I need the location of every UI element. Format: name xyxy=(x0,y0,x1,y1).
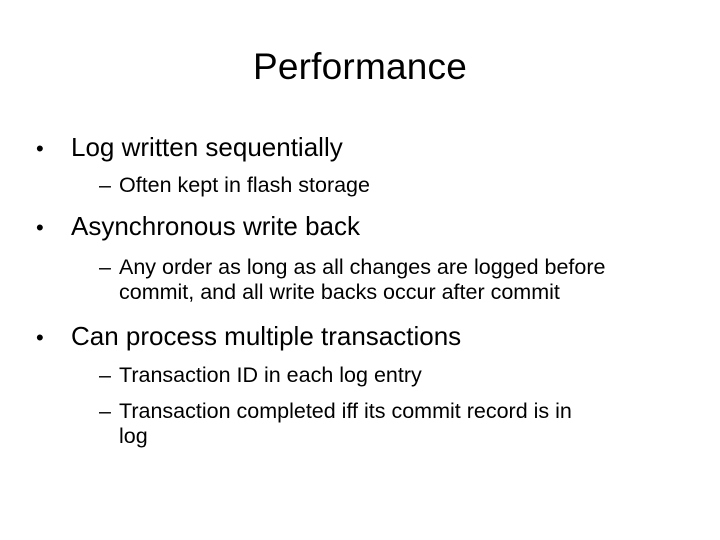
sub-bullet-flash-storage: –Often kept in flash storage xyxy=(99,173,370,198)
bullet-can-process-multiple-transactions: • Can process multiple transactions xyxy=(36,320,461,354)
bullet-text: Can process multiple transactions xyxy=(71,321,462,351)
bullet-asynchronous-write-back: • Asynchronous write back xyxy=(36,210,360,244)
bullet-icon: • xyxy=(36,325,44,350)
bullet-text: Asynchronous write back xyxy=(71,211,361,241)
bullet-text: Log written sequentially xyxy=(71,132,343,162)
bullet-icon: • xyxy=(36,215,44,240)
bullet-icon: • xyxy=(36,136,44,161)
sub-bullet-text-line-1: Transaction completed iff its commit rec… xyxy=(119,399,572,423)
sub-bullet-transaction-completed: –Transaction completed iff its commit re… xyxy=(99,399,572,449)
sub-bullet-text: Often kept in flash storage xyxy=(119,173,370,197)
sub-bullet-text-line-2: commit, and all write backs occur after … xyxy=(119,280,560,304)
sub-bullet-any-order: –Any order as long as all changes are lo… xyxy=(99,255,605,305)
slide-title: Performance xyxy=(252,46,467,87)
dash-icon: – xyxy=(99,399,111,423)
bullet-log-written-sequentially: • Log written sequentially xyxy=(36,131,343,165)
sub-bullet-text-line-2: log xyxy=(119,424,148,448)
sub-bullet-transaction-id: –Transaction ID in each log entry xyxy=(99,363,422,388)
dash-icon: – xyxy=(99,363,111,387)
dash-icon: – xyxy=(99,255,111,279)
dash-icon: – xyxy=(99,173,111,197)
sub-bullet-text: Transaction ID in each log entry xyxy=(119,363,422,387)
sub-bullet-text-line-1: Any order as long as all changes are log… xyxy=(119,255,606,279)
